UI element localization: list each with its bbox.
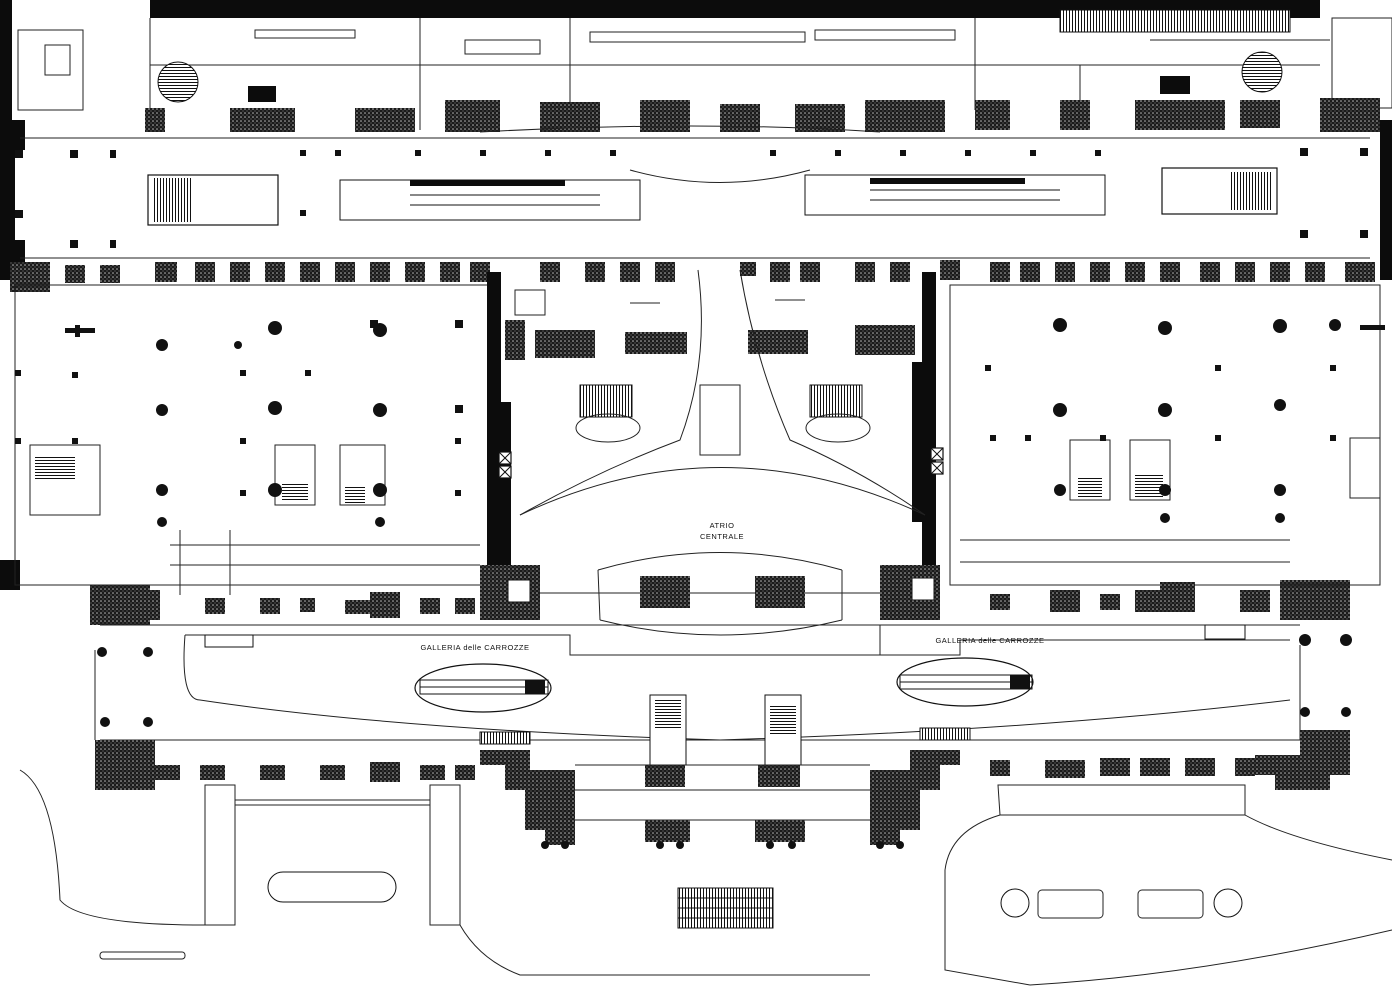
escalator-oval-left (414, 663, 552, 713)
left-wing (14, 284, 496, 595)
right-wing (949, 284, 1385, 586)
spiral-stair-right (1241, 51, 1283, 93)
pier-row-upper (10, 260, 1375, 292)
atrio-label-line1: ATRIO (710, 521, 735, 530)
atrium-stair-right (809, 384, 863, 418)
galleria-label-right: GALLERIA delle CARROZZE (935, 636, 1044, 645)
atrio-centrale: ATRIO CENTRALE (480, 269, 944, 636)
galleria-label-left: GALLERIA delle CARROZZE (420, 643, 529, 652)
front-facade (95, 730, 1350, 849)
bollard-2 (1213, 888, 1243, 918)
pier-row-middle (110, 582, 1270, 620)
galleria-delle-carrozze: GALLERIA delle CARROZZE GALLERIA delle C… (94, 624, 1352, 766)
bollard-1 (1000, 888, 1030, 918)
forecourt (19, 769, 1392, 986)
island-left (267, 871, 397, 903)
top-platform-band (0, 0, 1392, 133)
upper-concourse (15, 137, 1370, 259)
atrium-stair-left (579, 384, 633, 418)
escalator-oval-right (896, 657, 1034, 707)
atrio-label-line2: CENTRALE (700, 532, 744, 541)
spiral-stair-left (157, 61, 199, 103)
